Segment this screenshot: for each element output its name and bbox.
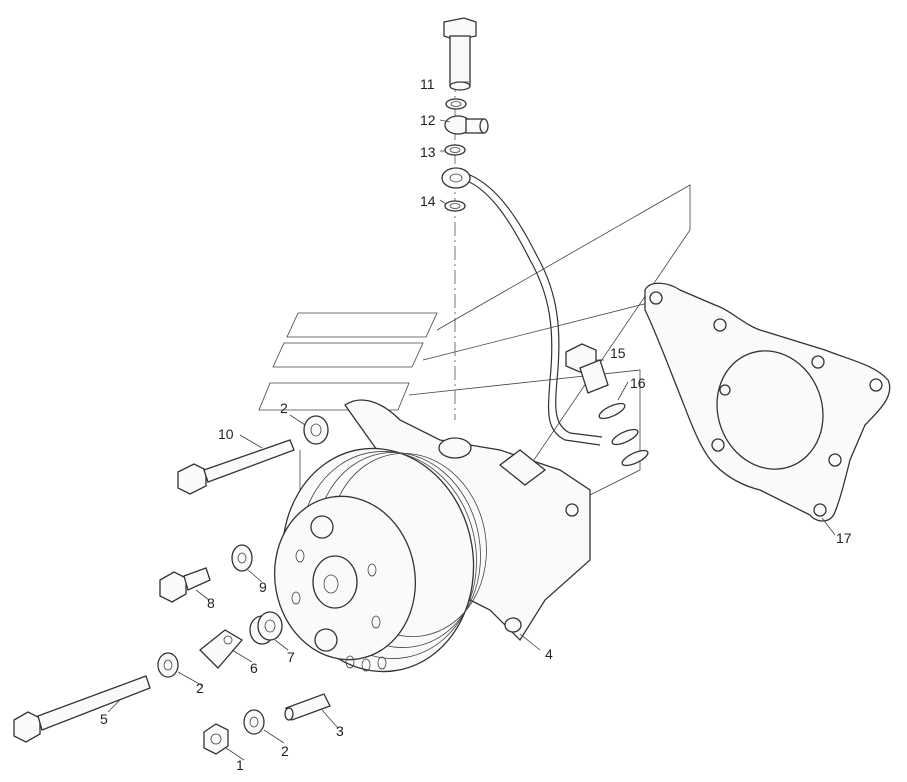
callout-12: 12 <box>420 112 436 128</box>
bolt-5 <box>13 675 151 743</box>
banjo-bolt-15 <box>565 343 609 394</box>
callout-2-left: 2 <box>196 680 204 696</box>
callout-16: 16 <box>630 375 646 391</box>
callout-5: 5 <box>100 711 108 727</box>
washers-16 <box>598 402 649 467</box>
callout-15: 15 <box>610 345 626 361</box>
label-plates <box>258 312 438 411</box>
banjo-fitting-14 <box>441 167 471 189</box>
callout-10: 10 <box>218 426 234 442</box>
bolt-10 <box>177 415 329 495</box>
callout-7: 7 <box>287 649 295 665</box>
pulley-clutch <box>273 447 487 673</box>
callout-9: 9 <box>259 579 267 595</box>
leader-lines <box>107 81 836 761</box>
callout-2-upper: 2 <box>280 400 288 416</box>
washer-2-lower-left <box>157 652 179 678</box>
pin-3 <box>284 693 331 721</box>
callout-3: 3 <box>336 723 344 739</box>
callout-13: 13 <box>420 144 436 160</box>
washer-14 <box>444 200 466 212</box>
callout-14: 14 <box>420 193 436 209</box>
washer-2-bottom <box>243 709 265 735</box>
callout-6: 6 <box>250 660 258 676</box>
callout-8: 8 <box>207 595 215 611</box>
banjo-bolt-11 <box>443 17 477 91</box>
bolt-8 <box>159 567 211 603</box>
gasket-17 <box>644 282 891 522</box>
spacer-9 <box>231 544 253 572</box>
banjo-fitting-12 <box>444 115 489 135</box>
washer-13 <box>444 144 466 156</box>
bushing-7 <box>249 611 283 645</box>
callout-2-bottom: 2 <box>281 743 289 759</box>
callout-1: 1 <box>236 757 244 773</box>
callout-4: 4 <box>545 646 553 662</box>
callout-11: 11 <box>420 76 435 92</box>
callout-17: 17 <box>836 530 852 546</box>
bracket-6 <box>199 629 243 669</box>
oil-line-tube <box>464 179 601 446</box>
nut-1 <box>203 723 229 755</box>
washer-12 <box>445 98 467 110</box>
oil-line-tube-outer <box>469 174 603 438</box>
